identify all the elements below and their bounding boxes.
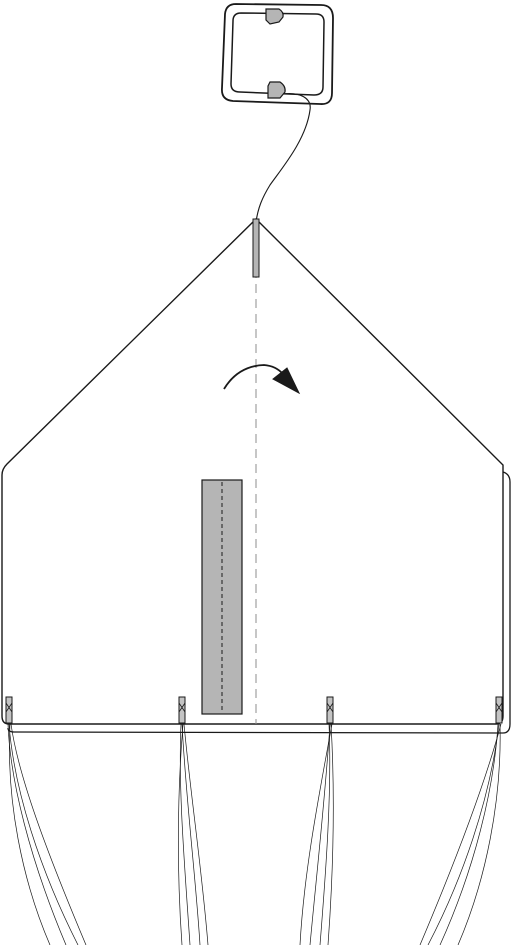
- bridle-handle[interactable]: [221, 3, 334, 105]
- rotate-arrow-head: [272, 367, 301, 395]
- bottom-clip: [267, 81, 286, 99]
- kite-sail: [1, 218, 504, 725]
- tail-tab-3: [326, 696, 334, 724]
- tail-tabs: [5, 696, 503, 724]
- tail-tab-1: [5, 696, 13, 724]
- rotate-arrow: [223, 364, 301, 395]
- handle-outer-frame: [221, 3, 334, 105]
- tail-tab-4: [495, 696, 503, 724]
- tail-ribbon-2: [178, 723, 209, 945]
- tail-ribbon-3: [299, 723, 334, 945]
- handle-inner-frame: [230, 12, 325, 96]
- tail-ribbons: [7, 723, 502, 945]
- top-clip: [265, 8, 284, 25]
- tail-ribbon-4: [419, 723, 502, 945]
- bridle-line: [255, 93, 311, 223]
- nose-spar: [252, 218, 260, 278]
- tail-ribbon-1: [7, 723, 87, 945]
- rotate-arrow-curve: [223, 364, 284, 390]
- tail-tab-2: [178, 696, 186, 724]
